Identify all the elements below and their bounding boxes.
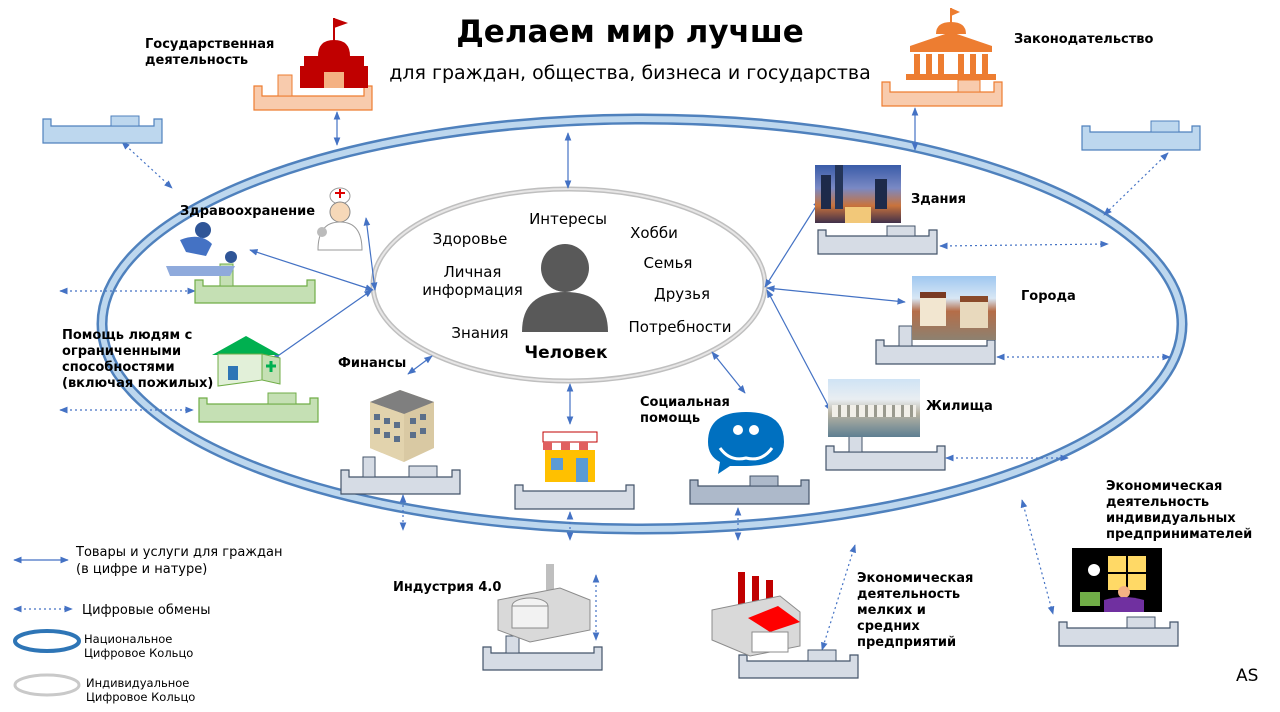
health-label: Здравоохранение	[180, 204, 316, 219]
person-label: Человек	[524, 343, 608, 363]
disabled-label: Помощь людям с ограниченными способностя…	[62, 328, 214, 391]
interest-friends: Друзья	[654, 285, 710, 303]
doctor-icon	[317, 187, 363, 251]
interest-family: Семья	[643, 254, 693, 272]
platform-top-left	[42, 115, 163, 144]
sme-factory-icon	[711, 572, 801, 657]
finance-platform	[340, 456, 461, 495]
social-platform	[689, 475, 810, 505]
legend-national-ring	[13, 629, 81, 653]
interest-interests: Интересы	[529, 210, 607, 228]
sme-label: Экономическая деятельность мелких и сред…	[857, 571, 974, 650]
disabled-platform	[198, 392, 319, 423]
interest-personal-info: Личная информация	[422, 263, 523, 299]
entrepreneur-computer-icon	[1072, 548, 1162, 612]
author-mark: AS	[1236, 666, 1259, 686]
buildings-label: Здания	[911, 192, 966, 207]
gov-label: Государственная деятельность	[145, 37, 275, 68]
finance-label: Финансы	[338, 356, 407, 371]
pharmacy-icon	[212, 336, 281, 387]
interest-health: Здоровье	[432, 230, 508, 248]
cities-photo	[912, 276, 996, 340]
page-title: Делаем мир лучше	[456, 14, 804, 50]
legislation-building-icon	[906, 8, 996, 80]
industry-platform	[482, 635, 603, 671]
legend-national-label: Национальное Цифровое Кольцо	[84, 632, 194, 660]
entrepreneurs-platform	[1058, 616, 1179, 647]
housing-label: Жилища	[926, 399, 993, 414]
legend-digital-label: Цифровые обмены	[82, 603, 211, 618]
legend-goods-label: Товары и услуги для граждан (в цифре и н…	[76, 545, 283, 577]
housing-platform	[825, 432, 946, 471]
cities-label: Города	[1021, 289, 1076, 304]
buildings-platform	[817, 225, 938, 255]
social-label: Социальная помощь	[640, 395, 730, 426]
patient-icon	[166, 222, 237, 276]
cities-platform	[875, 325, 996, 365]
sme-platform	[738, 649, 859, 679]
entrepreneurs-label: Экономическая деятельность индивидуальны…	[1106, 479, 1253, 542]
industry-label: Индустрия 4.0	[393, 580, 502, 595]
legend-individual-label: Индивидуальное Цифровое Кольцо	[86, 676, 196, 704]
law-platform	[881, 79, 1003, 107]
interest-hobby: Хобби	[630, 224, 678, 242]
person-icon	[522, 244, 608, 332]
platform-top-right	[1081, 120, 1201, 151]
industry-factory-icon	[497, 564, 591, 643]
buildings-photo	[815, 165, 901, 223]
gov-building-icon	[300, 18, 368, 88]
gov-platform	[253, 74, 373, 111]
law-label: Законодательство	[1014, 32, 1154, 47]
shop-icon	[542, 431, 598, 482]
interest-knowledge: Знания	[451, 324, 509, 342]
finance-building-icon	[370, 390, 434, 462]
social-help-icon	[708, 412, 784, 474]
housing-photo	[828, 379, 920, 437]
interest-needs: Потребности	[628, 318, 732, 336]
legend-individual-ring	[13, 673, 81, 697]
page-subtitle: для граждан, общества, бизнеса и государ…	[389, 62, 871, 84]
shop-platform	[514, 484, 635, 510]
